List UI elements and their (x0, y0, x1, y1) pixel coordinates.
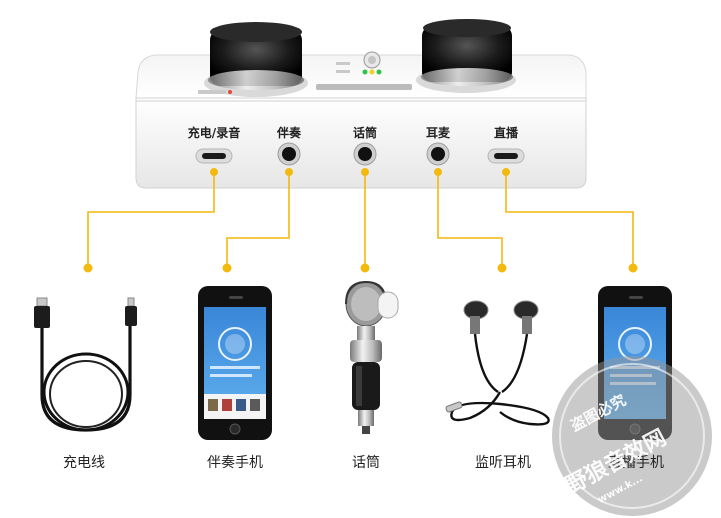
connector-dot (434, 168, 442, 176)
connector-lines (87, 172, 634, 268)
device-label-microphone: 话筒 (352, 455, 380, 471)
port-label-charge-record: 充电/录音 (187, 126, 241, 140)
device-label-charging-cable: 充电线 (63, 455, 105, 471)
port-headset[interactable] (426, 142, 450, 166)
device-label-live-phone: 直播手机 (608, 455, 664, 471)
port-label-microphone: 话筒 (352, 126, 378, 140)
connector-dot (502, 168, 510, 176)
volume-knob-right[interactable] (416, 19, 516, 93)
usb-cable-icon (34, 297, 137, 432)
device-label-monitor-earphones: 监听耳机 (475, 455, 531, 471)
condenser-microphone-icon (345, 280, 399, 434)
connector-dot (285, 168, 293, 176)
connector-line-headset (437, 172, 503, 268)
connector-dots (83, 168, 638, 273)
earphones-icon (445, 300, 550, 426)
connector-dot (628, 263, 638, 273)
sound-card-device (135, 19, 587, 189)
port-label-accompaniment: 伴奏 (276, 126, 302, 140)
connector-dot (497, 263, 507, 273)
port-label-headset: 耳麦 (425, 126, 451, 140)
connector-line-live (505, 172, 634, 268)
connector-dot (210, 168, 218, 176)
port-accompaniment[interactable] (277, 142, 301, 166)
device-panel-markings (198, 62, 412, 94)
connector-dot (361, 168, 369, 176)
port-live-stream[interactable] (487, 148, 525, 164)
watermark-seal (552, 356, 712, 516)
connector-dot (83, 263, 93, 273)
device-label-accompaniment-phone: 伴奏手机 (207, 455, 263, 471)
center-control-button[interactable] (363, 51, 381, 69)
connector-dot (222, 263, 232, 273)
status-led-indicators (362, 69, 382, 75)
port-charge-record[interactable] (195, 148, 233, 164)
port-microphone[interactable] (353, 142, 377, 166)
connector-line-charge (87, 172, 215, 268)
port-label-live-stream: 直播 (493, 126, 519, 140)
connector-line-accompaniment (226, 172, 290, 268)
volume-knob-left[interactable] (204, 22, 308, 97)
smartphone-icon (198, 286, 272, 440)
connector-dot (360, 263, 370, 273)
